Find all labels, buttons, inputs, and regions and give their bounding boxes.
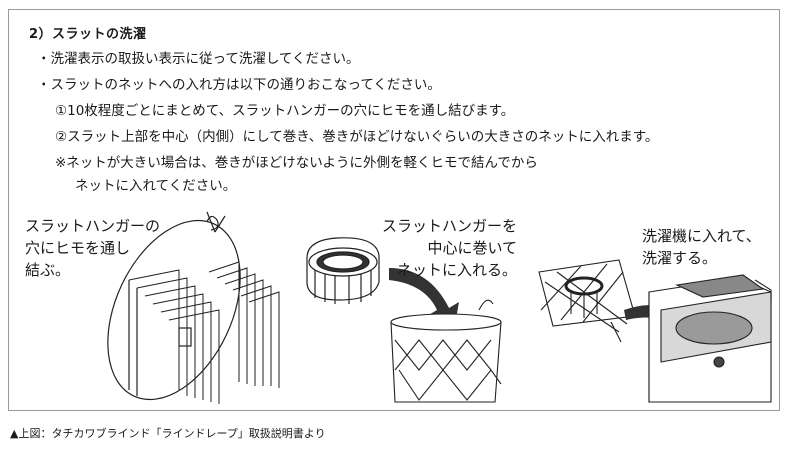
instruction-line-2: ・スラットのネットへの入れ方は以下の通りおこなってください。 (37, 77, 441, 93)
section-heading: 2）スラットの洗濯 (29, 27, 147, 42)
step1-caption: スラットハンガーの 穴にヒモを通し 結ぶ。 (25, 217, 161, 279)
instruction-panel: 2）スラットの洗濯 ・洗濯表示の取扱い表示に従って洗濯してください。 ・スラット… (8, 9, 780, 411)
washing-machine-drawing (648, 274, 772, 403)
rolled-slats-drawing (306, 237, 380, 304)
net-bag-drawing (538, 259, 636, 343)
instruction-line-5: ※ネットが大きい場合は、巻きがほどけないように外側を軽くヒモで結んでから (55, 155, 538, 171)
tied-slats-drawing (107, 211, 280, 404)
source-footnote: ▲上図：タチカワブラインド「ラインドレープ」取扱説明書より (10, 427, 326, 440)
instruction-line-1: ・洗濯表示の取扱い表示に従って洗濯してください。 (37, 51, 360, 67)
step3-caption: 洗濯機に入れて、 洗濯する。 (642, 227, 761, 267)
step2-caption: スラットハンガーを 中心に巻いて ネットに入れる。 (382, 217, 518, 279)
washing-illustrations (107, 211, 772, 404)
laundry-net-drawing (390, 299, 502, 403)
instruction-line-4: ②スラット上部を中心（内側）にして巻き、巻きがほどけないぐらいの大きさのネットに… (55, 129, 659, 145)
instruction-line-6: ネットに入れてください。 (75, 178, 237, 194)
instruction-line-3: ①10枚程度ごとにまとめて、スラットハンガーの穴にヒモを通し結びます。 (55, 103, 515, 119)
